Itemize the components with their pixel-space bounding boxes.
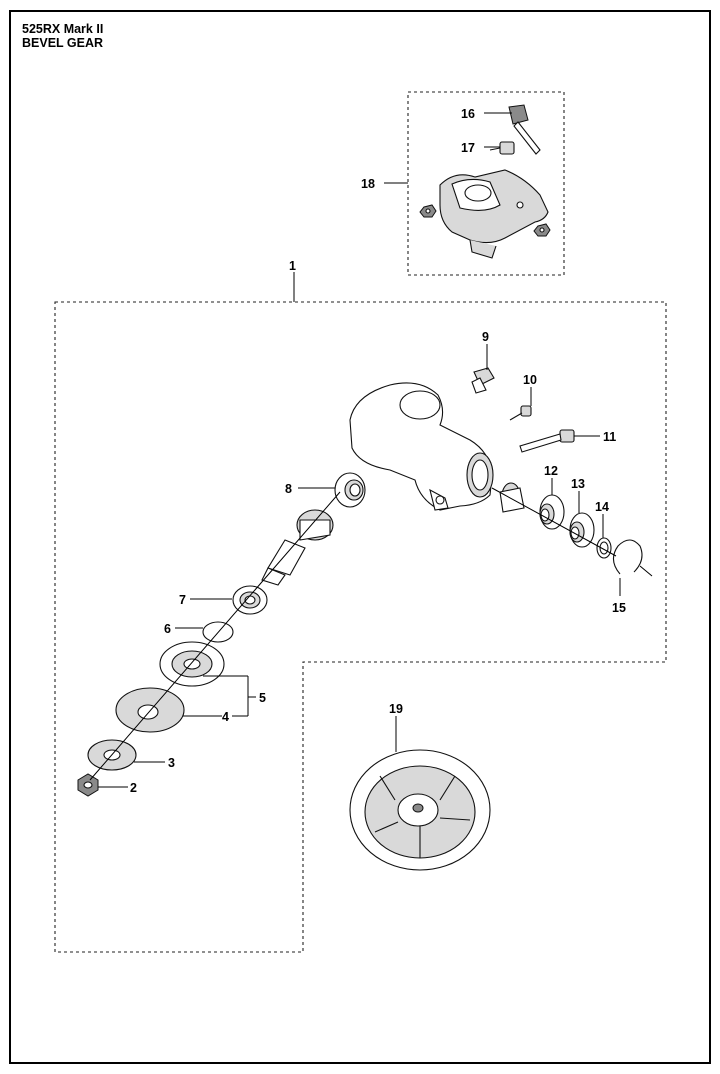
- callout-9: 9: [482, 330, 489, 344]
- callout-13: 13: [571, 477, 585, 491]
- callout-14: 14: [595, 500, 609, 514]
- bearing-12-part: [539, 494, 565, 530]
- callout-5: 5: [259, 691, 266, 705]
- clamp-screw-part: [508, 104, 541, 155]
- callout-3: 3: [168, 756, 175, 770]
- model-title: 525RX Mark II: [22, 22, 104, 36]
- clamp-nuts-part: [419, 204, 551, 237]
- circlip-15-part: [612, 539, 653, 577]
- callout-16: 16: [461, 107, 475, 121]
- callout-12: 12: [544, 464, 558, 478]
- spacer-ring-14-part: [596, 537, 612, 559]
- support-flange-5-part: [159, 641, 225, 687]
- callout-1: 1: [289, 259, 296, 273]
- filler-plug-part: [471, 367, 495, 394]
- callout-4: 4: [222, 710, 229, 724]
- protection-cup-19-part: [349, 749, 491, 871]
- callout-7: 7: [179, 593, 186, 607]
- callout-2: 2: [130, 781, 137, 795]
- section-title: BEVEL GEAR: [22, 36, 104, 50]
- nut-2-part: [77, 773, 99, 797]
- callout-15: 15: [612, 601, 626, 615]
- pinion-gear-part: [499, 482, 525, 513]
- callout-10: 10: [523, 373, 537, 387]
- screw-10-part: [509, 405, 532, 421]
- support-disc-4-part: [115, 687, 185, 733]
- clamp-bolt-part: [489, 141, 515, 155]
- clamp-kit-boundary: [407, 91, 565, 276]
- callout-8: 8: [285, 482, 292, 496]
- bevel-gear-assembly-boundary: [54, 301, 667, 953]
- clamp-part: [439, 169, 549, 259]
- screw-11-part: [519, 429, 575, 453]
- bearing-13-part: [569, 512, 595, 548]
- bearing-8-part: [334, 472, 366, 508]
- callout-17: 17: [461, 141, 475, 155]
- page-frame: [9, 10, 711, 1064]
- output-shaft-gear-part: [261, 509, 334, 586]
- bearing-7-part: [232, 585, 268, 615]
- callout-18: 18: [361, 177, 375, 191]
- callout-19: 19: [389, 702, 403, 716]
- gear-housing-part: [349, 382, 494, 511]
- callout-6: 6: [164, 622, 171, 636]
- callout-11: 11: [603, 430, 616, 444]
- leader-lines: [98, 112, 621, 788]
